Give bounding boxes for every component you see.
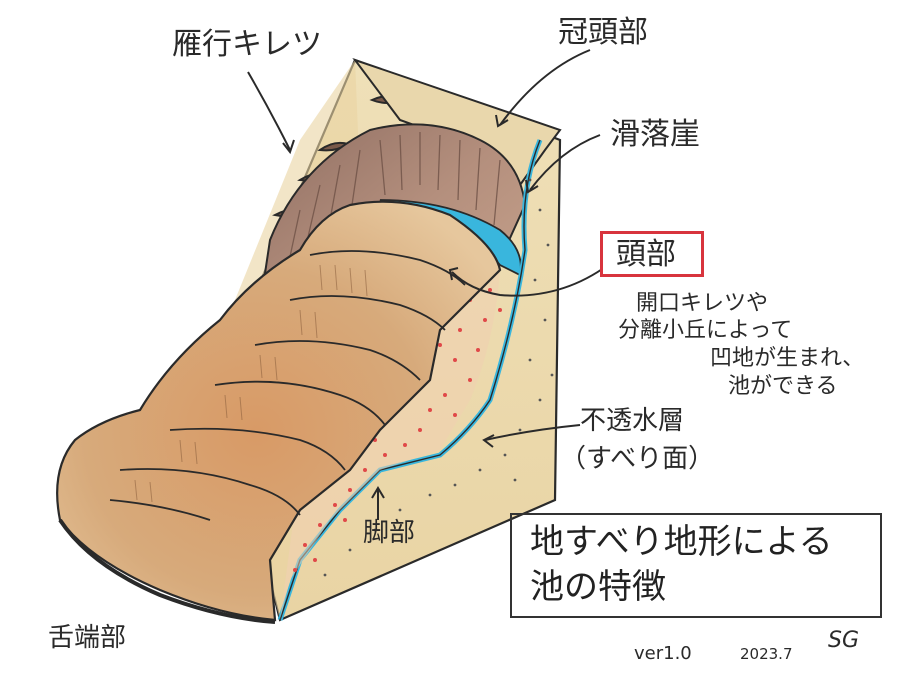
sediment-dots [323, 178, 554, 577]
body-striations [134, 264, 368, 503]
label-impermeable-layer: 不透水層 [580, 406, 685, 436]
head-note-line-4: 池ができる [728, 374, 838, 399]
head-note-line-2: 分離小丘によって [618, 318, 793, 343]
terrace-steps [109, 250, 466, 521]
date-label: 2023.7 [740, 645, 793, 663]
title-line-2: 池の特徴 [530, 567, 666, 607]
title-line-1: 地すべり地形による [530, 522, 833, 562]
label-echelon-cracks: 雁行キレツ [172, 27, 322, 62]
impermeable-zone [280, 270, 500, 620]
head-highlight-box [600, 231, 704, 277]
label-slip-surface: （すべり面） [560, 444, 715, 474]
label-crown: 冠頭部 [558, 15, 648, 50]
leader-lines [247, 49, 609, 520]
label-main-scarp: 滑落崖 [610, 117, 700, 152]
label-toe: 舌端部 [48, 623, 127, 653]
head-note-line-3: 凹地が生まれ、 [710, 346, 865, 371]
head-note-line-1: 開口キレツや [636, 291, 769, 316]
toe-edge [58, 518, 276, 624]
title-box [510, 513, 882, 618]
label-head: 頭部 [616, 237, 676, 272]
label-foot: 脚部 [363, 518, 416, 548]
version-label: ver1.0 [634, 643, 692, 664]
signature: SG [828, 628, 860, 653]
